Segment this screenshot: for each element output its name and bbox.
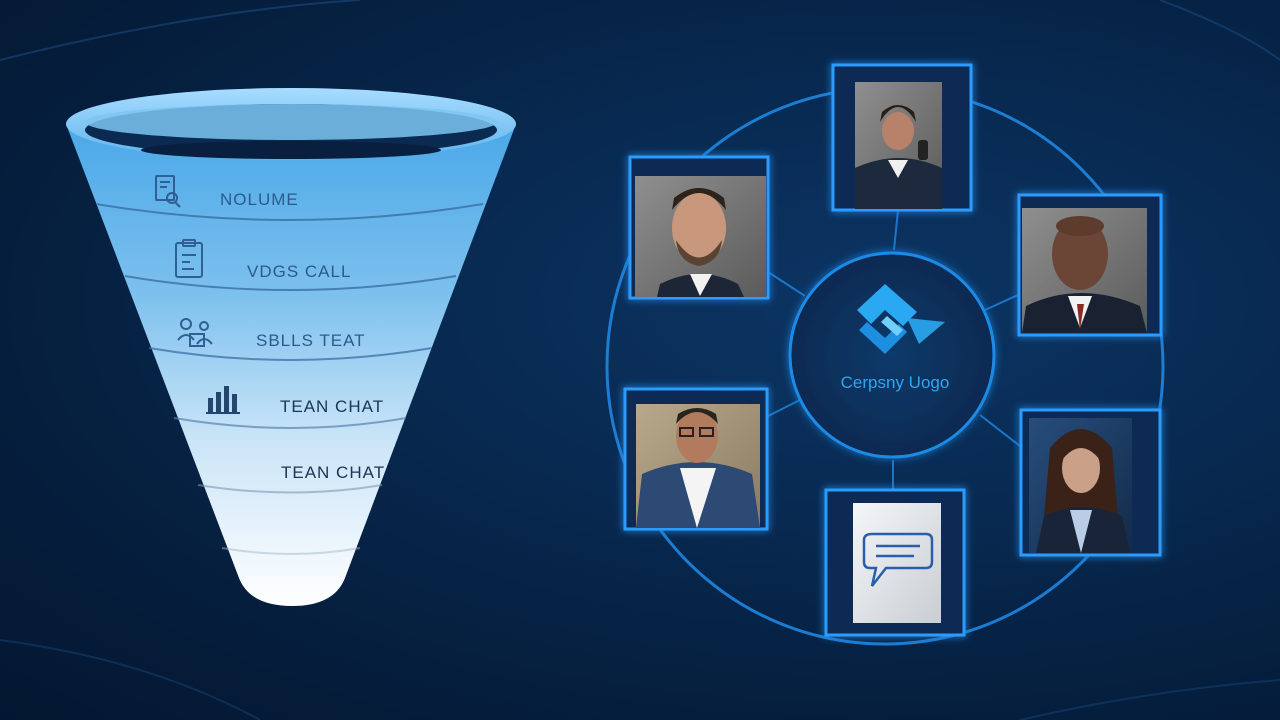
background-arc	[1019, 679, 1280, 720]
funnel-stage-3: SBLLS TEAT	[177, 318, 366, 350]
node-person-man-glasses	[623, 387, 769, 531]
person-photo	[635, 176, 766, 297]
funnel-stage-label: TEAN CHAT	[281, 463, 385, 482]
person-photo	[1022, 208, 1147, 333]
funnel-stage-4: TEAN CHAT	[206, 386, 384, 416]
bar-chart-icon	[206, 386, 240, 414]
hub-circle	[788, 251, 996, 459]
funnel-stage-label: VDGS CALL	[247, 262, 351, 281]
funnel-stage-2: VDGS CALL	[175, 239, 351, 281]
funnel-stage-label: TEAN CHAT	[280, 397, 384, 416]
funnel: NOLUME VDGS CALL SBLLS TEAT	[66, 88, 516, 606]
funnel-inner-depth	[141, 141, 441, 159]
funnel-divider	[124, 275, 457, 291]
funnel-divider	[173, 417, 407, 429]
company-logo-icon	[857, 284, 945, 354]
funnel-divider	[95, 203, 484, 221]
node-chat-document	[824, 488, 966, 637]
funnel-divider	[221, 547, 361, 555]
funnel-stage-label: SBLLS TEAT	[256, 331, 366, 350]
node-person-man-bald	[1017, 193, 1163, 337]
background-arc	[0, 639, 261, 720]
chat-bubble-icon	[862, 532, 934, 587]
person-photo	[1029, 418, 1132, 553]
node-person-man-beard	[628, 155, 770, 300]
network-diagram: Cerpsny Uogo	[605, 63, 1165, 646]
background-arc	[0, 0, 361, 61]
document-magnifier-icon	[155, 175, 181, 208]
team-icon	[177, 318, 213, 347]
funnel-stage-1: NOLUME	[155, 175, 299, 209]
funnel-stage-5: TEAN CHAT	[281, 463, 385, 482]
node-person-woman-long-hair	[1019, 408, 1162, 557]
funnel-divider	[148, 347, 433, 361]
person-photo	[855, 82, 942, 209]
funnel-stage-label: NOLUME	[220, 190, 299, 209]
person-photo	[636, 404, 760, 528]
clipboard-icon	[175, 239, 203, 278]
document-card	[853, 503, 941, 623]
funnel-divider	[197, 484, 383, 494]
funnel-body	[66, 124, 516, 606]
node-person-woman-phone	[831, 63, 973, 212]
network-spokes	[767, 209, 1021, 490]
company-logo-text: Cerpsny Uogo	[841, 373, 950, 392]
background-arc	[1159, 0, 1280, 61]
funnel-inner-wall	[85, 104, 497, 140]
company-hub: Cerpsny Uogo	[788, 251, 996, 459]
